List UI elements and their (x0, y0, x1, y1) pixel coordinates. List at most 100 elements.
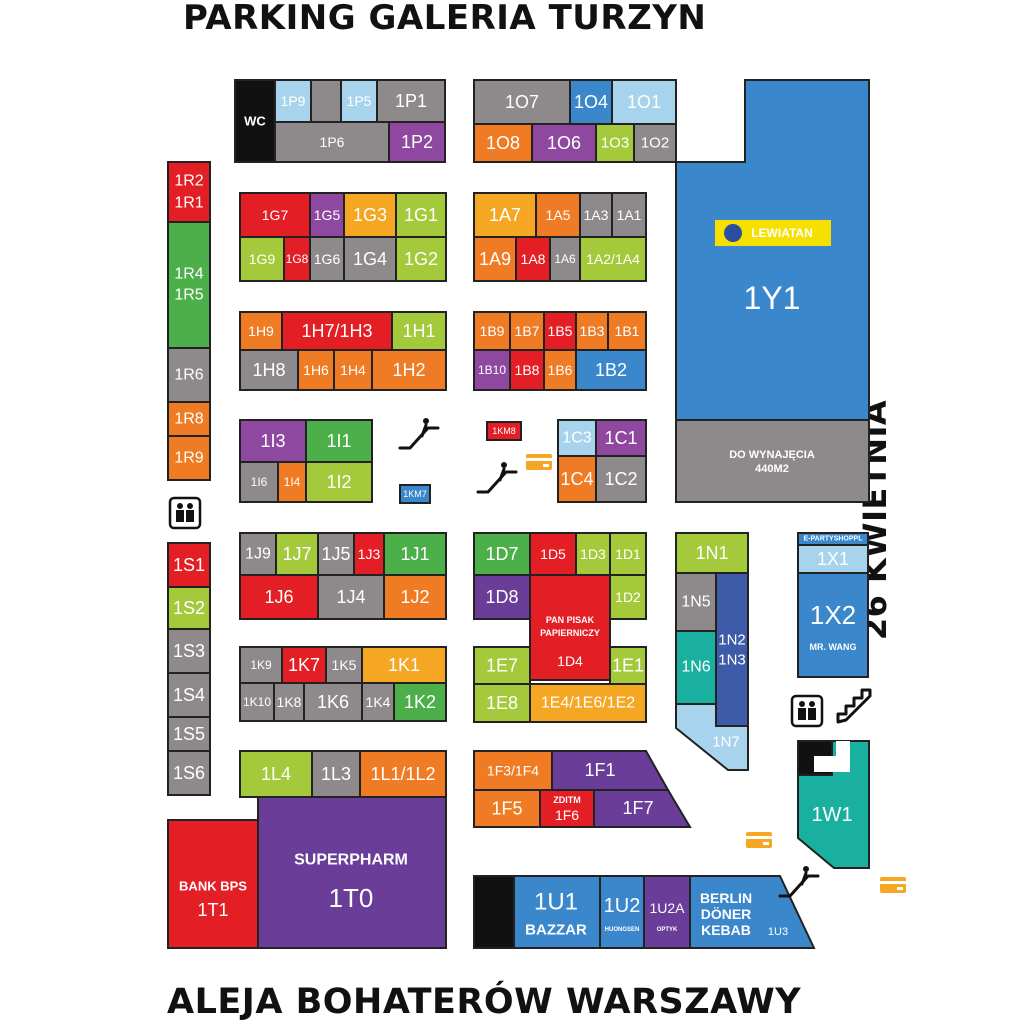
shop-unit-1h1[interactable] (391, 311, 447, 351)
unit-label-1e8: 1E8 (486, 693, 518, 713)
shop-unit-1y1[interactable] (675, 79, 870, 421)
shop-unit-1k1[interactable] (361, 646, 447, 684)
unit-label-1r4: 1R4 (174, 266, 203, 283)
shop-unit-1n5[interactable] (675, 572, 717, 632)
shop-unit-1o3[interactable] (595, 123, 635, 163)
shop-unit-zditm[interactable] (539, 789, 595, 828)
shop-unit-1km8[interactable] (486, 421, 522, 441)
shop-unit-1n2[interactable] (715, 572, 749, 727)
shop-unit-1g7[interactable] (239, 192, 311, 238)
shop-unit-1i1[interactable] (305, 419, 373, 463)
shop-unit-1d3[interactable] (575, 532, 611, 576)
shop-unit-1d1[interactable] (609, 532, 647, 576)
shop-unit-1k10[interactable] (239, 682, 275, 722)
shop-unit-1a6[interactable] (549, 236, 581, 282)
shop-unit-1h2[interactable] (371, 349, 447, 391)
shop-unit-rent[interactable] (675, 419, 870, 503)
shop-unit-1p6[interactable] (274, 121, 390, 163)
shop-unit-1f7[interactable] (593, 789, 692, 828)
shop-unit-1k5[interactable] (325, 646, 363, 684)
shop-unit-1s2[interactable] (167, 586, 211, 630)
shop-unit-1c4[interactable] (557, 455, 597, 503)
shop-unit-1f3-1f4[interactable] (473, 750, 553, 791)
shop-unit-1g6[interactable] (309, 236, 345, 282)
shop-unit-1a2-1a4[interactable] (579, 236, 647, 282)
shop-unit-1b8[interactable] (509, 349, 545, 391)
shop-unit-1j4[interactable] (317, 574, 385, 620)
shop-unit-1g5[interactable] (309, 192, 345, 238)
unit-label-1a9: 1A9 (479, 249, 511, 269)
shop-unit-1j7[interactable] (275, 532, 319, 576)
shop-unit-1r4[interactable] (167, 221, 211, 349)
shop-unit-1o8[interactable] (473, 123, 533, 163)
shop-unit-1r6[interactable] (167, 347, 211, 403)
shop-unit-1j3[interactable] (353, 532, 385, 576)
shop-unit-1c1[interactable] (595, 419, 647, 457)
unit-label-1d8: 1D8 (485, 587, 518, 607)
unit-label-1h8: 1H8 (252, 360, 285, 380)
shop-unit-1k2[interactable] (393, 682, 447, 722)
shop-unit-1i4[interactable] (277, 461, 307, 503)
shop-unit-1e4-1e6-1e2[interactable] (529, 683, 647, 723)
unit-label-1i4: 1I4 (284, 475, 301, 489)
shop-unit-1km7[interactable] (399, 484, 431, 504)
shop-unit-1j2[interactable] (383, 574, 447, 620)
shop-unit-1r9[interactable] (167, 435, 211, 481)
shop-unit-1b10[interactable] (473, 349, 511, 391)
escalator-icon (778, 866, 820, 898)
unit-label-1d7: 1D7 (485, 544, 518, 564)
shop-unit-1a1[interactable] (611, 192, 647, 238)
shop-unit-1s4[interactable] (167, 672, 211, 718)
shop-unit-1s3[interactable] (167, 628, 211, 674)
shop-unit-1b1[interactable] (607, 311, 647, 351)
shop-unit-1s6[interactable] (167, 750, 211, 796)
shop-unit-1o7[interactable] (473, 79, 571, 125)
shop-unit-1c2[interactable] (595, 455, 647, 503)
shop-unit-1n1[interactable] (675, 532, 749, 574)
shop-unit-wc[interactable] (234, 79, 276, 163)
shop-unit-1s1[interactable] (167, 542, 211, 588)
shop-unit-1p5[interactable] (310, 79, 342, 123)
shop-unit-1j6[interactable] (239, 574, 319, 620)
shop-unit-1h4[interactable] (333, 349, 373, 391)
toilet-icon (790, 694, 824, 728)
shop-unit-1n7[interactable] (675, 703, 749, 771)
unit-label-1g9: 1G9 (249, 251, 276, 267)
shop-unit-1a7[interactable] (473, 192, 537, 238)
shop-unit-1o6[interactable] (531, 123, 597, 163)
unit-label-1p9: 1P9 (281, 93, 306, 109)
shop-unit-1f5[interactable] (473, 789, 541, 828)
shop-unit-1a9[interactable] (473, 236, 517, 282)
unit-label-mrwang: MR. WANG (810, 642, 857, 652)
shop-unit-1e8[interactable] (473, 683, 531, 723)
shop-unit-1k4[interactable] (361, 682, 395, 722)
shop-unit-1u2[interactable] (473, 875, 515, 949)
shop-unit-1j9[interactable] (239, 532, 277, 576)
shop-unit-1g2[interactable] (395, 236, 447, 282)
shop-unit-1g8[interactable] (283, 236, 311, 282)
shop-unit-1b2[interactable] (575, 349, 647, 391)
shop-unit-1e7[interactable] (473, 646, 531, 685)
shop-unit-1d8[interactable] (473, 574, 531, 620)
shop-unit-1u3[interactable] (689, 875, 816, 949)
shop-unit-1x2[interactable] (797, 572, 869, 678)
unit-label-1n5: 1N5 (681, 594, 710, 611)
shop-unit-1p2[interactable] (388, 121, 446, 163)
shop-unit-1i3[interactable] (239, 419, 307, 463)
unit-label-1o7: 1O7 (505, 92, 539, 112)
shop-unit-1i6[interactable] (239, 461, 279, 503)
shop-unit-1x1[interactable] (797, 544, 869, 574)
shop-unit-1t0[interactable] (257, 796, 447, 949)
shop-unit-1o4[interactable] (569, 79, 613, 125)
shop-unit-1h9[interactable] (239, 311, 283, 351)
toilet-icon (168, 496, 202, 530)
shop-unit-1r2[interactable] (167, 161, 211, 223)
shop-unit-1i2[interactable] (305, 461, 373, 503)
shop-unit-1b6[interactable] (543, 349, 577, 391)
shop-unit-1r8[interactable] (167, 401, 211, 437)
unit-label-1k2: 1K2 (404, 692, 436, 712)
shop-unit-1j1[interactable] (383, 532, 447, 576)
shop-unit-1e1[interactable] (609, 646, 647, 685)
unit-label-1c3: 1C3 (562, 430, 591, 447)
shop-unit-1o2[interactable] (633, 123, 677, 163)
